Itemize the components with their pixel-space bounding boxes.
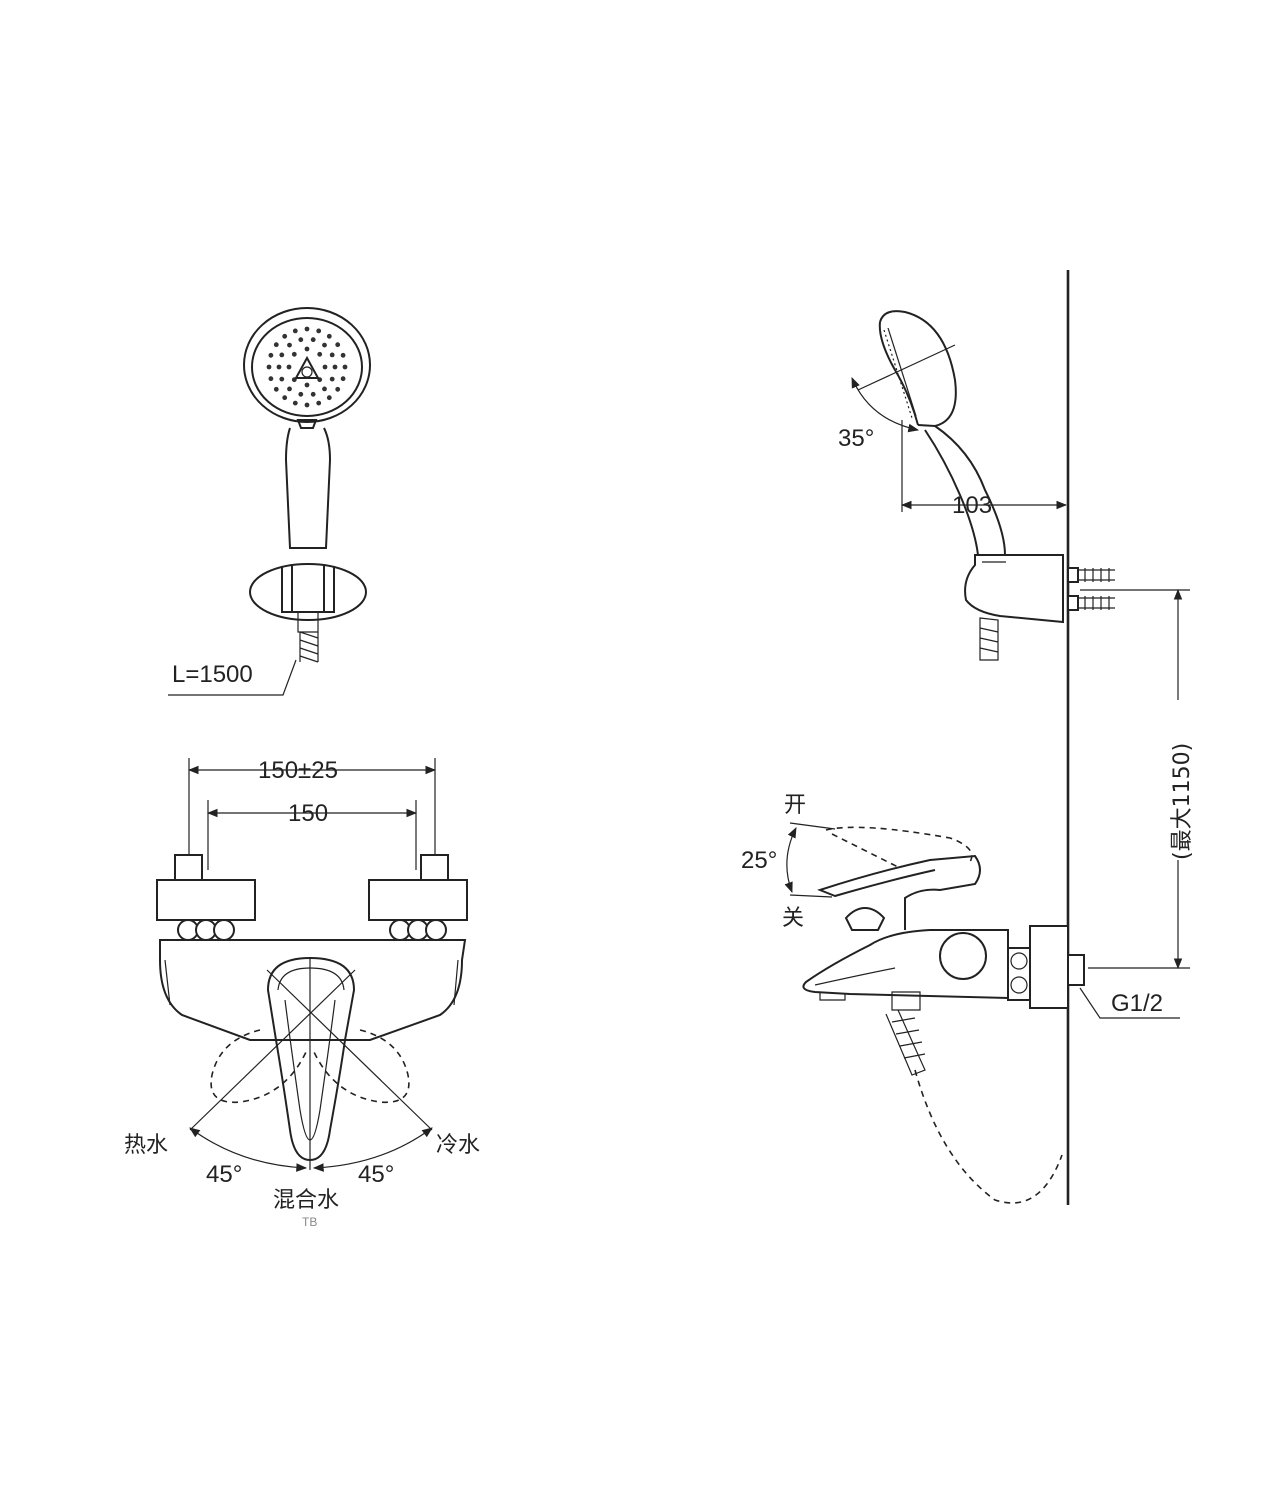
spray-hole (322, 342, 327, 348)
left-angle-label: 45° (206, 1161, 242, 1188)
thread-size-label: G1/2 (1111, 990, 1163, 1017)
spray-hole (266, 364, 272, 370)
spray-hole (329, 352, 335, 358)
spray-hole (317, 351, 323, 357)
inlet-spacing-range-label: 150±25 (258, 757, 338, 784)
spray-hole (273, 386, 279, 392)
spray-hole (310, 337, 316, 343)
spray-hole (279, 352, 285, 358)
spray-hole (332, 364, 338, 370)
spray-hole (329, 376, 335, 382)
left-connector (177, 919, 235, 941)
spray-hole (273, 342, 279, 348)
max-height-label: (最大1150) (1170, 743, 1195, 860)
handshower-front-view (168, 307, 371, 696)
spray-hole (287, 342, 292, 348)
height-dimension (1080, 588, 1190, 970)
handshower-projection-label: 103 (952, 492, 992, 519)
mixer-side (784, 822, 1180, 1204)
spray-hole (335, 386, 341, 392)
lever-angle-label: 25° (741, 847, 777, 874)
spray-hole (291, 351, 297, 357)
spray-hole (326, 333, 332, 339)
handshower-side (851, 310, 1115, 661)
hot-water-label: 热水 (124, 1133, 168, 1158)
spray-hole (322, 364, 328, 370)
cold-water-label: 冷水 (436, 1133, 480, 1158)
spray-hole (286, 364, 292, 370)
side-view: 35° 103 (最大1150) (741, 270, 1195, 1205)
wall-screws (1067, 567, 1115, 611)
spray-hole (298, 391, 304, 397)
spray-hole (279, 376, 285, 382)
spray-holes (266, 326, 348, 408)
mixed-water-label: 混合水 (273, 1188, 339, 1213)
spray-hole (287, 386, 292, 392)
spray-hole (282, 333, 288, 339)
hose-length-label: L=1500 (172, 661, 253, 688)
handshower-tilt-label: 35° (838, 425, 874, 452)
spray-hole (304, 346, 310, 352)
right-connector (389, 919, 447, 941)
spray-hole (276, 364, 282, 370)
spray-hole (304, 382, 310, 388)
open-label: 开 (784, 793, 806, 818)
right-angle-label: 45° (358, 1161, 394, 1188)
spray-hole (268, 376, 274, 382)
close-label: 关 (782, 906, 804, 931)
inlet-spacing-label: 150 (288, 800, 328, 827)
mixer-front-view (156, 758, 468, 1172)
spray-hole (298, 337, 304, 343)
spray-hole (316, 400, 322, 406)
spray-hole (335, 342, 341, 348)
spray-hole (340, 352, 346, 358)
spray-hole (292, 328, 298, 334)
spray-hole (304, 402, 310, 408)
spray-hole (340, 376, 346, 382)
watermark: TB (302, 1215, 317, 1229)
spray-hole (322, 386, 327, 392)
spray-hole (326, 395, 332, 401)
spray-hole (342, 364, 348, 370)
spray-hole (292, 400, 298, 406)
spray-hole (304, 326, 310, 332)
spray-hole (268, 352, 274, 358)
spray-hole (282, 395, 288, 401)
spray-hole (310, 391, 316, 397)
spray-hole (316, 328, 322, 334)
